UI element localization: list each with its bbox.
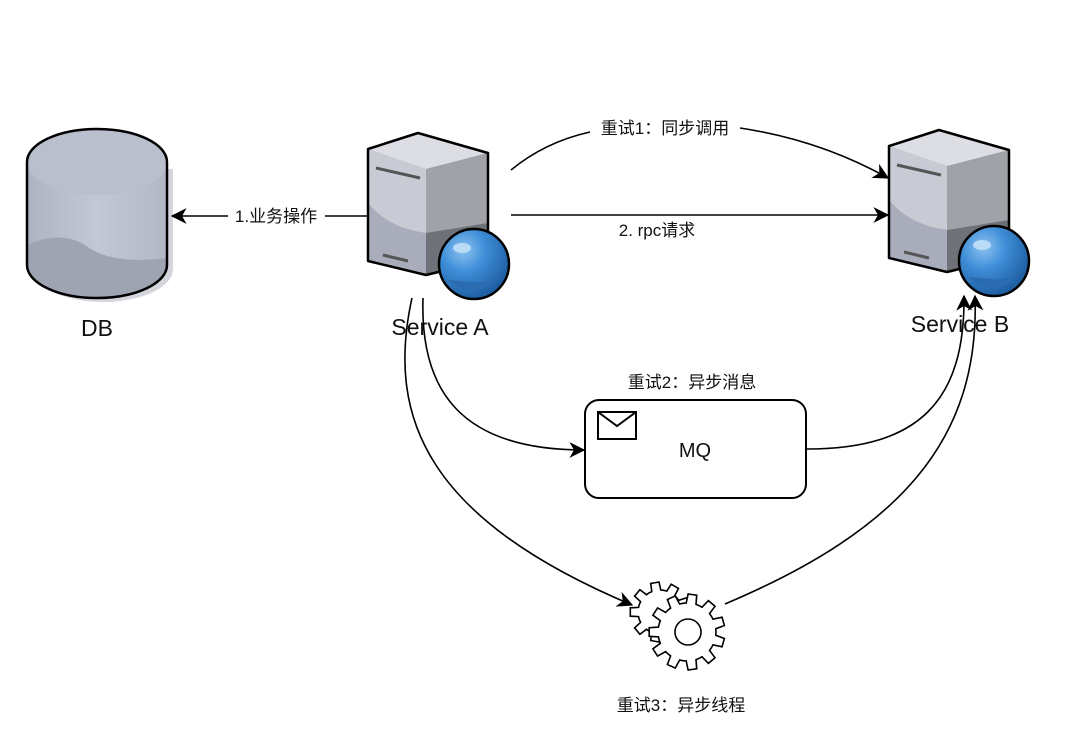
globe-icon (957, 224, 1031, 298)
thread-caption: 重试3：异步线程 (617, 696, 745, 715)
gears-icon[interactable] (629, 581, 726, 671)
service-a-node[interactable]: Service A (366, 131, 511, 340)
edge-retry-thread-out (724, 294, 984, 605)
mq-caption: 重试2：异步消息 (628, 373, 756, 392)
mq-label: MQ (679, 440, 711, 462)
edge-rpc-request-label: 2. rpc请求 (619, 221, 696, 240)
edge-retry-sync-start (510, 131, 591, 171)
db-label: DB (81, 315, 113, 341)
service-b-label: Service B (911, 311, 1009, 337)
edge-retry-sync-end (739, 127, 890, 179)
edge-business-op-label: 1.业务操作 (235, 207, 317, 226)
service-b-node[interactable]: Service B (887, 128, 1031, 337)
mq-node[interactable]: MQ (584, 399, 807, 499)
edge-retry-sync-label: 重试1：同步调用 (601, 119, 729, 138)
edge-retry-mq-out (806, 294, 973, 450)
database-icon (25, 127, 173, 302)
edge-retry-thread-in (404, 297, 634, 607)
edge-retry-mq-in (422, 297, 586, 458)
globe-icon (437, 227, 511, 301)
db-node[interactable]: DB (25, 127, 173, 341)
envelope-icon (597, 411, 637, 440)
gear-hole (674, 618, 702, 646)
